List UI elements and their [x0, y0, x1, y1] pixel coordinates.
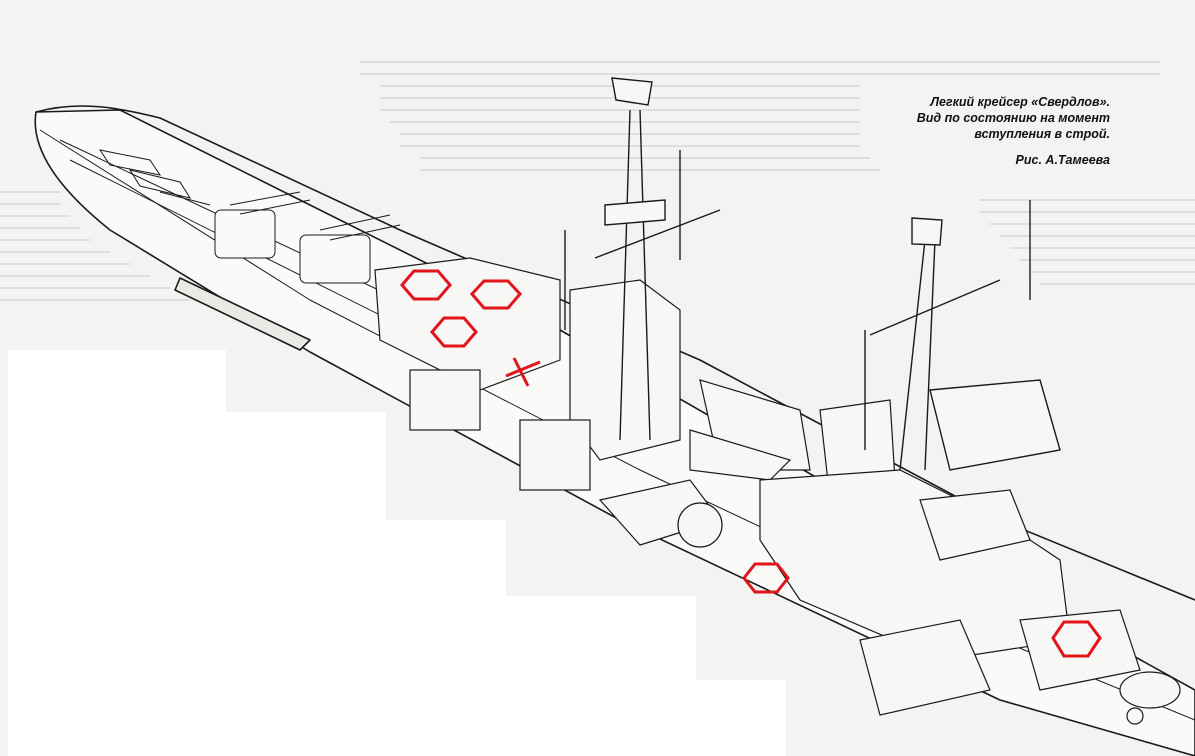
- hexagon-marker: [742, 562, 790, 594]
- figure-caption: Легкий крейсер «Свердлов». Вид по состоя…: [860, 94, 1110, 168]
- aft-turrets: [859, 609, 1181, 725]
- midship: [689, 379, 1071, 661]
- blank-patches: [8, 350, 786, 756]
- caption-line-1: Легкий крейсер «Свердлов».: [930, 95, 1110, 109]
- hexagon-marker: [430, 316, 478, 348]
- aft-mast: [864, 200, 1061, 471]
- caption-line-2: Вид по состоянию на момент: [916, 111, 1110, 125]
- background-text-texture: [0, 61, 1195, 301]
- hexagon-marker: [400, 269, 452, 301]
- hexagon-marker: [1051, 620, 1102, 658]
- red-markers: [400, 269, 1102, 658]
- deck-details: [59, 139, 401, 321]
- caption-line-3: вступления в строй.: [974, 127, 1110, 141]
- forward-mast: [564, 77, 721, 441]
- caption-credit: Рис. А.Тамеева: [1015, 153, 1110, 167]
- cross-marker: [505, 357, 541, 387]
- hexagon-marker: [469, 279, 523, 310]
